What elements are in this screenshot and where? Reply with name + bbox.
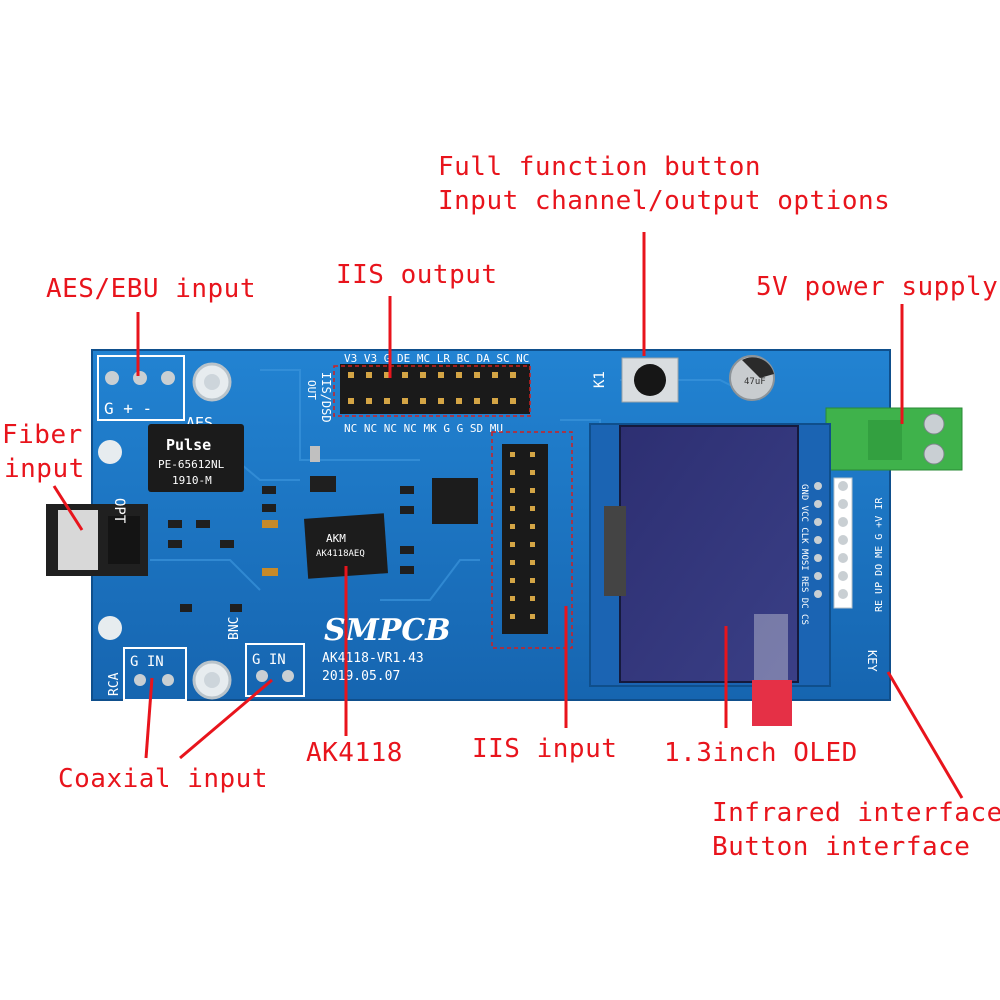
label-coaxial: Coaxial input xyxy=(58,764,268,794)
iis-dsd-silk: IIS/DSD xyxy=(319,372,333,423)
callout-lines xyxy=(52,232,964,799)
rca-terminal xyxy=(123,647,187,701)
oled-module xyxy=(589,423,831,726)
opt-silk: OPT xyxy=(111,498,127,524)
transformer-brand: Pulse xyxy=(166,436,211,454)
key-pin-labels: RE UP DO ME G +V IR xyxy=(874,497,885,612)
key-header xyxy=(833,477,853,609)
oled-pin-row xyxy=(814,482,822,598)
rca-silk: RCA xyxy=(107,672,122,696)
optical-connector xyxy=(46,504,148,576)
iis-input-header xyxy=(491,431,573,649)
oled-pin-labels: GND VCC CLK MOSI RES DC CS xyxy=(799,484,809,625)
smd-components xyxy=(168,446,414,612)
label-aes-ebu: AES/EBU input xyxy=(46,274,256,304)
aes-terminal xyxy=(97,355,185,421)
bnc-silk: BNC xyxy=(227,617,242,640)
iis-output-header xyxy=(340,364,530,414)
key-silk: KEY xyxy=(865,650,879,672)
label-power: 5V power supply xyxy=(756,272,999,302)
out-silk: OUT xyxy=(305,380,318,400)
header-top-row: V3 V3 G DE MC LR BC DA SC NC xyxy=(344,352,529,365)
label-iis-input: IIS input xyxy=(472,734,618,764)
function-button xyxy=(621,357,679,403)
chip-brand: AKM xyxy=(326,532,346,545)
line-fiber xyxy=(52,485,84,531)
label-button-interface: Button interface xyxy=(712,832,971,862)
label-ak4118: AK4118 xyxy=(306,738,403,768)
bnc-terminal xyxy=(245,643,305,697)
label-function-button: Full function button xyxy=(438,152,762,182)
logic-chip xyxy=(432,478,478,524)
board-date: 2019.05.07 xyxy=(322,669,400,684)
capacitor xyxy=(729,355,775,401)
transformer-part: PE-65612NL xyxy=(158,458,225,471)
iis-output-outline xyxy=(333,365,531,417)
line-infrared xyxy=(886,671,964,799)
ak4118-chip xyxy=(304,513,388,579)
line-coaxial-bnc xyxy=(179,678,273,760)
chip-part: AK4118AEQ xyxy=(316,549,365,559)
pulse-transformer xyxy=(148,424,244,492)
transformer-date: 1910-M xyxy=(172,474,212,487)
label-oled: 1.3inch OLED xyxy=(664,738,858,768)
capacitor-value: 47uF xyxy=(744,377,766,387)
rca-terminal-silk: G IN xyxy=(130,654,164,670)
label-iis-output: IIS output xyxy=(336,260,498,290)
label-fiber-input: input xyxy=(4,454,85,484)
board-model: AK4118-VR1.43 xyxy=(322,651,424,666)
header-bottom-row: NC NC NC NC MK G G SD MU xyxy=(344,422,503,435)
bnc-terminal-silk: G IN xyxy=(252,652,286,668)
brand-logo: SMPCB xyxy=(324,613,451,648)
aes-terminal-silk: G + - xyxy=(104,399,152,418)
k1-silk: K1 xyxy=(592,371,608,388)
label-fiber: Fiber xyxy=(2,420,83,450)
label-function-button-sub: Input channel/output options xyxy=(438,186,891,216)
line-coaxial-rca xyxy=(144,677,154,759)
label-infrared: Infrared interface xyxy=(712,798,1000,828)
power-terminal xyxy=(825,407,963,471)
